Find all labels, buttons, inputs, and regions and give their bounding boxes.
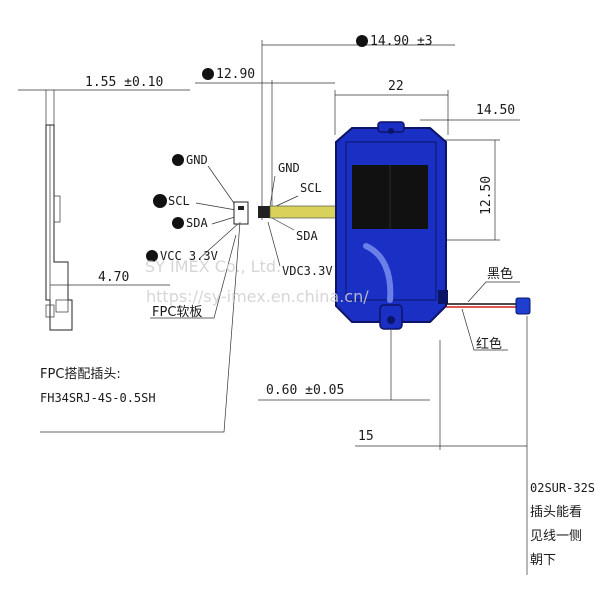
dimension-1-55: 1.55 ±0.10 <box>18 75 190 125</box>
note-line-3: 见线一侧 <box>530 529 582 544</box>
dimension-22: 22 <box>334 79 449 135</box>
note-part-number: 02SUR-32S <box>530 481 595 495</box>
note-line-4: 朝下 <box>530 553 556 568</box>
pin-scl-left: SCL <box>168 194 190 208</box>
fpc-connector-note: FPC搭配插头: FH34SRJ-4S-0.5SH <box>40 221 241 433</box>
pin-labels-left: GND SCL SDA VCC 3.3V <box>146 153 249 263</box>
fpc-board-label: FPC软板 <box>150 234 237 320</box>
dimension-15: 15 <box>355 316 528 575</box>
pin-labels-right: GND SCL SDA VDC3.3V <box>267 161 333 278</box>
watermark-url: https://sy-imex.en.china.cn/ <box>146 287 369 306</box>
red-wire-label: 红色 <box>476 336 502 352</box>
dim-bullet-icon <box>356 35 368 47</box>
fpc-connector-icon <box>233 201 249 225</box>
pin-sda-left: SDA <box>186 216 208 230</box>
connector-02sur-icon <box>515 297 531 315</box>
dim-14-50-text: 14.50 <box>476 103 515 118</box>
dim-0-60-text: 0.60 ±0.05 <box>266 383 344 398</box>
pin-vcc-left: VCC 3.3V <box>160 249 218 263</box>
side-profile-view <box>45 124 73 331</box>
dimension-0-60: 0.60 ±0.05 <box>258 383 430 401</box>
fpc-flex-cable <box>269 205 337 219</box>
wire-harness <box>446 297 531 315</box>
fpc-board-text: FPC软板 <box>152 305 202 320</box>
dimension-14-90: 14.90 ±3 <box>261 34 455 220</box>
pin-scl-right: SCL <box>300 181 322 195</box>
connector-orientation-note: 02SUR-32S 插头能看 见线一侧 朝下 <box>530 481 595 568</box>
note-line-2: 插头能看 <box>530 504 582 520</box>
dim-15-text: 15 <box>358 429 374 444</box>
dimension-4-70: 4.70 <box>50 262 170 290</box>
watermark-company: SY IMEX Co., Ltd. <box>145 257 281 276</box>
dimension-12-90: 12.90 <box>195 67 335 210</box>
sensor-module <box>335 121 448 330</box>
dim-14-90-text: 14.90 ±3 <box>370 34 433 49</box>
dimension-14-50: 14.50 <box>420 103 520 121</box>
wire-color-labels: 黑色 红色 <box>461 266 520 352</box>
dim-1-55-text: 1.55 ±0.10 <box>85 75 163 90</box>
pin-gnd-right: GND <box>278 161 300 175</box>
dim-12-90-text: 12.90 <box>216 67 255 82</box>
pin-vdc-right: VDC3.3V <box>282 264 333 278</box>
black-wire-label: 黑色 <box>487 266 513 282</box>
dim-4-70-text: 4.70 <box>98 270 129 285</box>
dim-12-50-text: 12.50 <box>479 176 494 215</box>
watermark: SY IMEX Co., Ltd. https://sy-imex.en.chi… <box>145 257 369 306</box>
pin-sda-right: SDA <box>296 229 318 243</box>
dim-bullet-icon <box>202 68 214 80</box>
dim-22-text: 22 <box>388 79 404 94</box>
pin-gnd-left: GND <box>186 153 208 167</box>
fpc-plug <box>258 206 270 218</box>
fpc-connector-title: FPC搭配插头: <box>40 366 121 382</box>
fpc-connector-part: FH34SRJ-4S-0.5SH <box>40 391 156 405</box>
